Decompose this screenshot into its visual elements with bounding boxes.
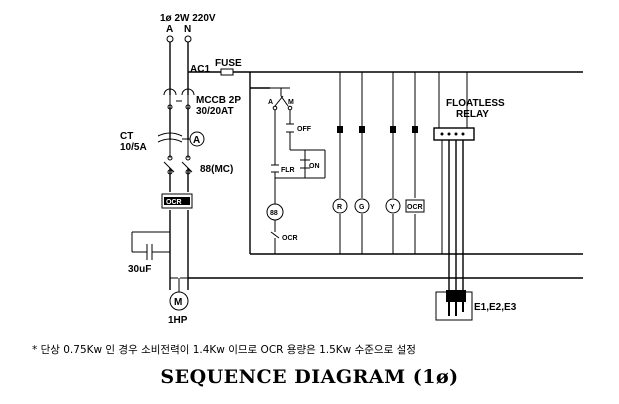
coil-label: 88	[270, 210, 278, 217]
lamp-r-label: R	[337, 204, 342, 211]
selector-m-label: M	[288, 99, 294, 106]
ac1-label: AC1	[190, 64, 210, 75]
selector-a-label: A	[268, 99, 273, 106]
off-label: OFF	[297, 126, 312, 133]
lamp-g-label: G	[359, 204, 365, 211]
ammeter-label: A	[193, 135, 200, 146]
line-n-label: N	[184, 24, 191, 35]
fuse-symbol	[188, 68, 583, 76]
lamp-y-label: Y	[390, 204, 395, 211]
ocr-label: OCR	[166, 199, 182, 206]
mccb-breaker	[163, 88, 195, 110]
ocr-relay	[161, 193, 193, 209]
lamp-r	[332, 198, 348, 214]
capacitor-label: 30uF	[128, 264, 151, 275]
lamp-branches	[337, 72, 418, 254]
motor-rating: 1HP	[168, 315, 188, 326]
magnetic-contactor	[163, 140, 193, 192]
supply-terminals	[166, 35, 192, 43]
ocr-control-contact	[270, 220, 280, 254]
diagram-title: SEQUENCE DIAGRAM (1ø)	[160, 366, 459, 388]
flr-label: FLR	[281, 167, 295, 174]
run-capacitor	[131, 231, 170, 260]
on-label: ON	[309, 163, 320, 170]
ammeter	[189, 131, 205, 147]
auto-branch	[271, 110, 305, 204]
relay-label: RELAY	[456, 109, 489, 120]
lamp-y	[385, 198, 401, 214]
electrode-tank	[435, 290, 473, 321]
manual-branch	[286, 110, 326, 179]
current-transformer	[157, 132, 190, 143]
floatless-relay	[433, 72, 475, 296]
footnote: * 단상 0.75Kw 인 경우 소비전력이 1.4Kw 이므로 OCR 용량은…	[32, 344, 416, 356]
mc-label: 88(MC)	[200, 164, 233, 175]
ct-label: CT	[120, 131, 133, 142]
fuse-label: FUSE	[215, 58, 242, 69]
ct-rating: 10/5A	[120, 142, 147, 153]
control-bus	[188, 72, 583, 279]
motor	[169, 277, 189, 311]
line-a-label: A	[166, 24, 173, 35]
floatless-label: FLOATLESS	[446, 98, 505, 109]
lamp-ocr-label: OCR	[407, 204, 423, 211]
mccb-rating: 30/20AT	[196, 106, 234, 117]
ctrl-ocr-label: OCR	[282, 235, 298, 242]
mccb-label: MCCB 2P	[196, 95, 241, 106]
supply-header: 1ø 2W 220V	[160, 13, 216, 24]
motor-label: M	[174, 297, 182, 308]
auto-manual-selector	[270, 87, 293, 111]
lamp-ocr	[405, 199, 425, 213]
electrode-label: E1,E2,E3	[474, 302, 517, 313]
lamp-g	[354, 198, 370, 214]
